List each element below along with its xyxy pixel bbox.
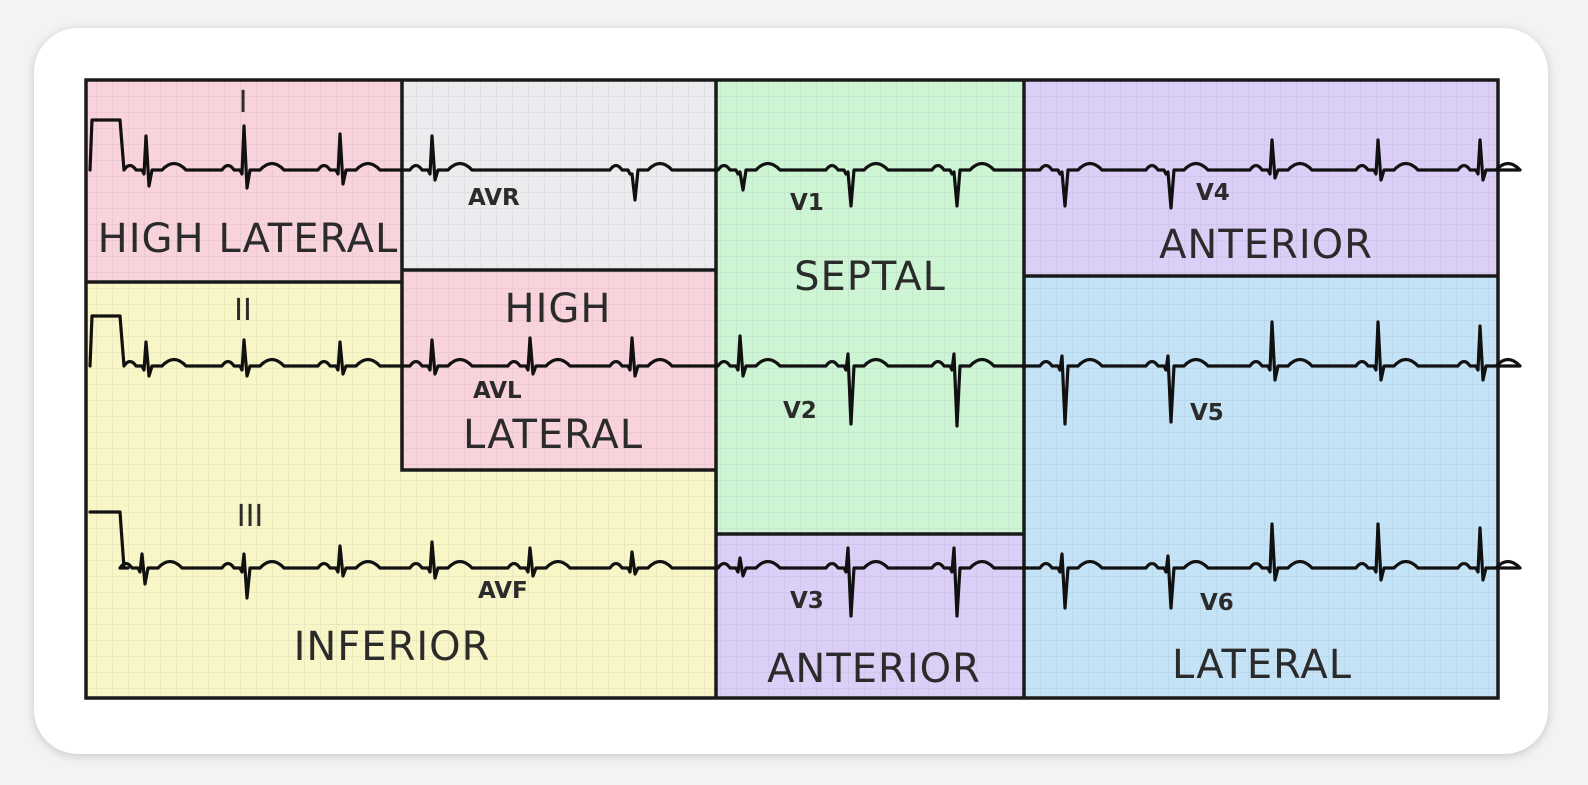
lead-label-avl: AVL [473, 378, 522, 404]
trace-row-2 [88, 314, 1522, 428]
lead-labels: I II III AVR AVL AVF V1 V2 V3 V4 V5 V6 [234, 85, 1234, 616]
territory-label-lateral: LATERAL [1172, 642, 1352, 688]
outer-border [84, 78, 1500, 700]
lead-label-v2: V2 [783, 398, 817, 424]
trace-row-1 [88, 118, 1522, 210]
territory-label-inferior: INFERIOR [294, 624, 491, 670]
lead-label-i: I [239, 85, 248, 120]
lead-label-v5: V5 [1190, 400, 1224, 426]
trace-row-3 [88, 510, 1522, 618]
territory-label-septal: SEPTAL [794, 254, 946, 300]
lead-label-avr: AVR [468, 185, 520, 211]
lead-label-v6: V6 [1200, 590, 1234, 616]
territory-label-lateral-middle: LATERAL [463, 412, 643, 458]
lead-label-ii: II [234, 293, 252, 328]
lead-label-v1: V1 [790, 190, 824, 216]
lead-label-iii: III [237, 499, 264, 534]
lead-label-avf: AVF [478, 578, 528, 604]
divider-lines [86, 80, 1498, 698]
territory-label-high: HIGH [505, 286, 612, 332]
region-borders [84, 78, 1500, 700]
lead-label-v4: V4 [1196, 180, 1230, 206]
traces [88, 118, 1522, 618]
ecg-grid [86, 80, 1498, 698]
lead-label-v3: V3 [790, 588, 824, 614]
territory-label-anterior-bottom: ANTERIOR [767, 646, 981, 692]
territory-label-high-lateral-top: HIGH LATERAL [98, 216, 399, 262]
territory-label-anterior-top: ANTERIOR [1159, 222, 1373, 268]
territory-labels: HIGH LATERAL SEPTAL ANTERIOR HIGH LATERA… [98, 216, 1373, 692]
